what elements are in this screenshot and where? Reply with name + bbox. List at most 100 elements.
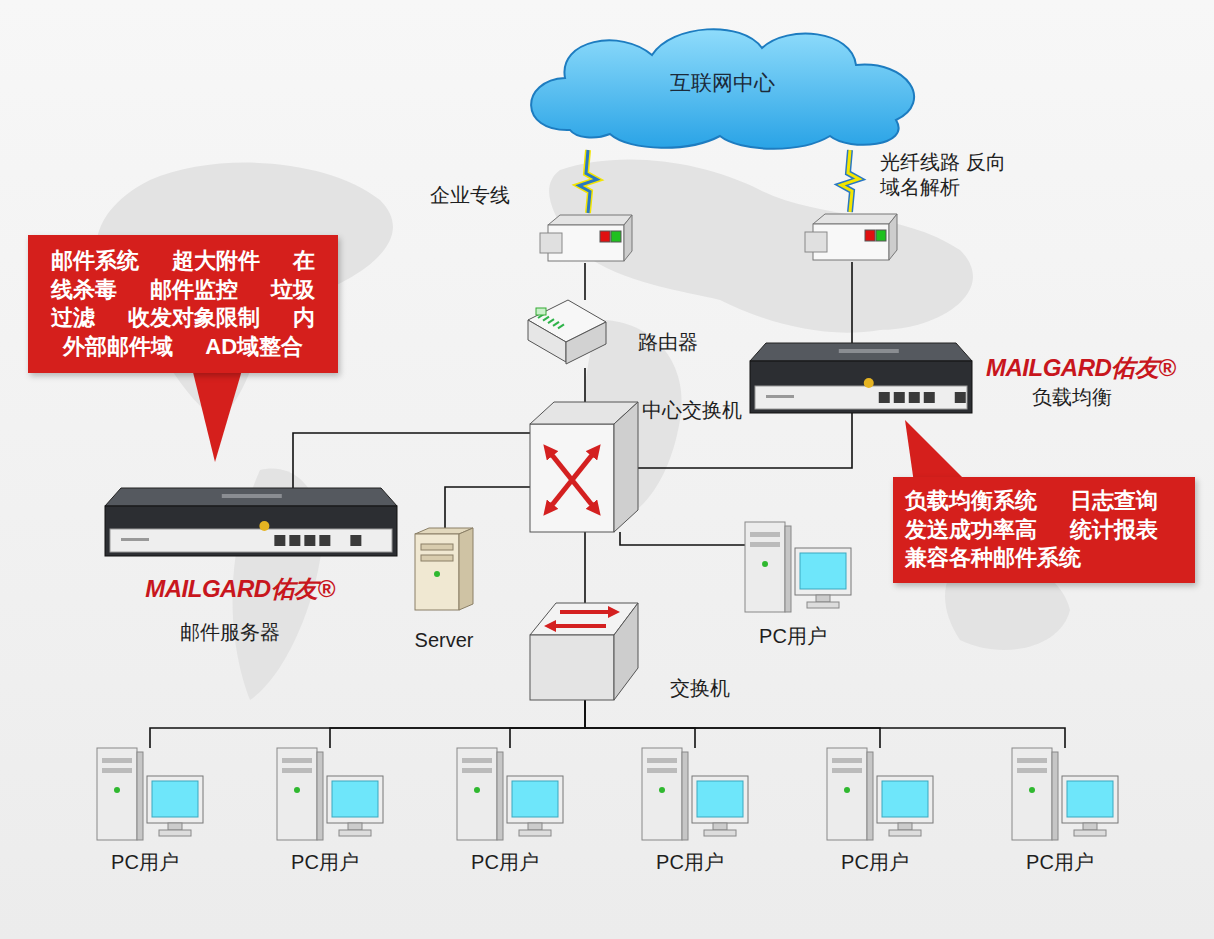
- network-cable: [330, 700, 585, 748]
- pc-tower: [745, 522, 785, 612]
- monitor-frame: [1062, 776, 1118, 823]
- pc-bay: [832, 768, 862, 773]
- feature-callout: 负载均衡系统 日志查询 发送成功率高 统计报表 兼容各种邮件系统: [893, 477, 1195, 583]
- pc-led: [474, 787, 480, 793]
- switch: 交换机: [530, 603, 638, 700]
- pc-bay: [102, 768, 132, 773]
- device-label: PC用户: [291, 850, 359, 875]
- pc-user: PC用户: [642, 748, 750, 840]
- pc-tower-side: [137, 752, 143, 840]
- network-cable: [638, 413, 852, 468]
- device-label: 路由器: [638, 330, 698, 355]
- pc-bay: [462, 768, 492, 773]
- core-switch: 中心交换机: [530, 402, 638, 532]
- monitor-stand: [713, 823, 727, 830]
- modem-icon: [540, 213, 632, 263]
- pc-icon: [277, 748, 385, 840]
- network-cable: [510, 700, 585, 748]
- pc-tower: [457, 748, 497, 840]
- switch-front: [530, 424, 614, 532]
- cloud-shape: [531, 29, 914, 149]
- router-icon: [528, 300, 606, 368]
- pc-led: [659, 787, 665, 793]
- router-vent: [548, 319, 554, 323]
- lightning-outline: [841, 150, 859, 212]
- device-side: [624, 215, 632, 261]
- rack-body: [105, 506, 397, 556]
- pc-icon: [457, 748, 565, 840]
- monitor-base: [889, 830, 921, 836]
- callout-tail: [190, 360, 245, 462]
- rack-badge: [864, 378, 874, 388]
- network-cable: [150, 700, 585, 748]
- rack-logo-strip: [839, 349, 899, 353]
- device-label: PC用户: [471, 850, 539, 875]
- pc-user: PC用户: [457, 748, 565, 840]
- tower-side: [459, 528, 473, 610]
- monitor-stand: [168, 823, 182, 830]
- rack-led: [121, 538, 149, 541]
- rack-port: [909, 392, 920, 403]
- monitor-frame: [692, 776, 748, 823]
- rack-port: [350, 535, 361, 546]
- switch-side: [614, 603, 638, 700]
- rack-port: [304, 535, 315, 546]
- pc-user: PC用户: [1012, 748, 1120, 840]
- rack-panel: [755, 386, 967, 409]
- monitor-base: [704, 830, 736, 836]
- rack-panel: [110, 529, 392, 552]
- monitor-stand: [816, 595, 830, 602]
- device-label: 光纤线路 反向域名解析: [880, 150, 1010, 200]
- router-vent: [558, 324, 564, 328]
- device-label: Server: [415, 628, 474, 653]
- pc-tower: [642, 748, 682, 840]
- rack-port: [319, 535, 330, 546]
- tower-icon: [415, 528, 473, 610]
- tower-bay: [421, 544, 453, 550]
- network-cable: [585, 700, 880, 748]
- rack-icon: [750, 343, 972, 413]
- callout-text: 邮件系统 超大附件 在线杀毒 邮件监控 垃圾过滤 收发对象限制 内外部邮件域 A…: [42, 247, 324, 361]
- pc-user: PC用户: [97, 748, 205, 840]
- rack-port: [289, 535, 300, 546]
- monitor-frame: [877, 776, 933, 823]
- rack-top: [750, 343, 972, 361]
- monitor-base: [1074, 830, 1106, 836]
- rack-badge: [259, 521, 269, 531]
- pc-user: PC用户: [745, 522, 853, 612]
- lightning-outline: [579, 150, 597, 213]
- mail-server: MAILGARD佑友®邮件服务器: [105, 488, 397, 556]
- device-label: PC用户: [656, 850, 724, 875]
- brand-logo: MAILGARD佑友®: [986, 353, 1176, 383]
- switch-arrow: [550, 624, 606, 628]
- monitor-stand: [348, 823, 362, 830]
- network-cable: [585, 700, 1065, 748]
- pc-led: [844, 787, 850, 793]
- rack-port: [879, 392, 890, 403]
- router-panel: [536, 308, 546, 315]
- network-cable: [584, 263, 586, 300]
- pc-tower-side: [682, 752, 688, 840]
- pc-tower: [277, 748, 317, 840]
- network-cable: [851, 262, 853, 343]
- pc-icon: [1012, 748, 1120, 840]
- monitor-stand: [898, 823, 912, 830]
- rack-port: [274, 535, 285, 546]
- pc-bay: [750, 542, 780, 547]
- monitor-base: [807, 602, 839, 608]
- monitor-screen: [152, 781, 198, 817]
- rack-top: [105, 488, 397, 506]
- pc-bay: [102, 758, 132, 763]
- pc-led: [762, 561, 768, 567]
- feature-callout: 邮件系统 超大附件 在线杀毒 邮件监控 垃圾过滤 收发对象限制 内外部邮件域 A…: [28, 235, 338, 373]
- pc-bay: [282, 768, 312, 773]
- monitor-screen: [1067, 781, 1113, 817]
- monitor-frame: [327, 776, 383, 823]
- monitor-base: [339, 830, 371, 836]
- pc-icon: [827, 748, 935, 840]
- router-vent: [543, 317, 549, 321]
- device-label: PC用户: [759, 624, 827, 649]
- pc-icon: [745, 522, 853, 612]
- pc-tower: [1012, 748, 1052, 840]
